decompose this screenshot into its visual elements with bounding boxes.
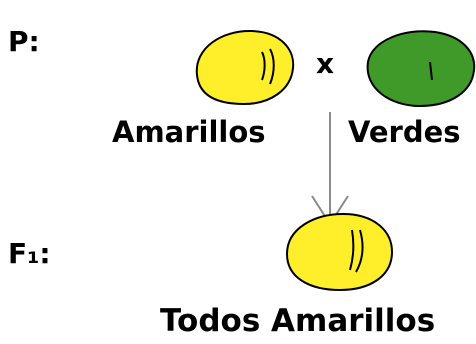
generation-p-label: P: [8,25,40,58]
generation-f1-label: F₁: [8,237,51,270]
yellow-pea-parent [195,29,295,106]
parent-yellow-label: Amarillos [112,115,266,149]
yellow-pea-offspring [285,212,394,292]
parent-green-label: Verdes [348,115,461,149]
green-pea-parent [366,30,476,108]
down-arrow [311,112,349,226]
offspring-label: Todos Amarillos [160,303,436,339]
cross-symbol: x [316,47,335,80]
